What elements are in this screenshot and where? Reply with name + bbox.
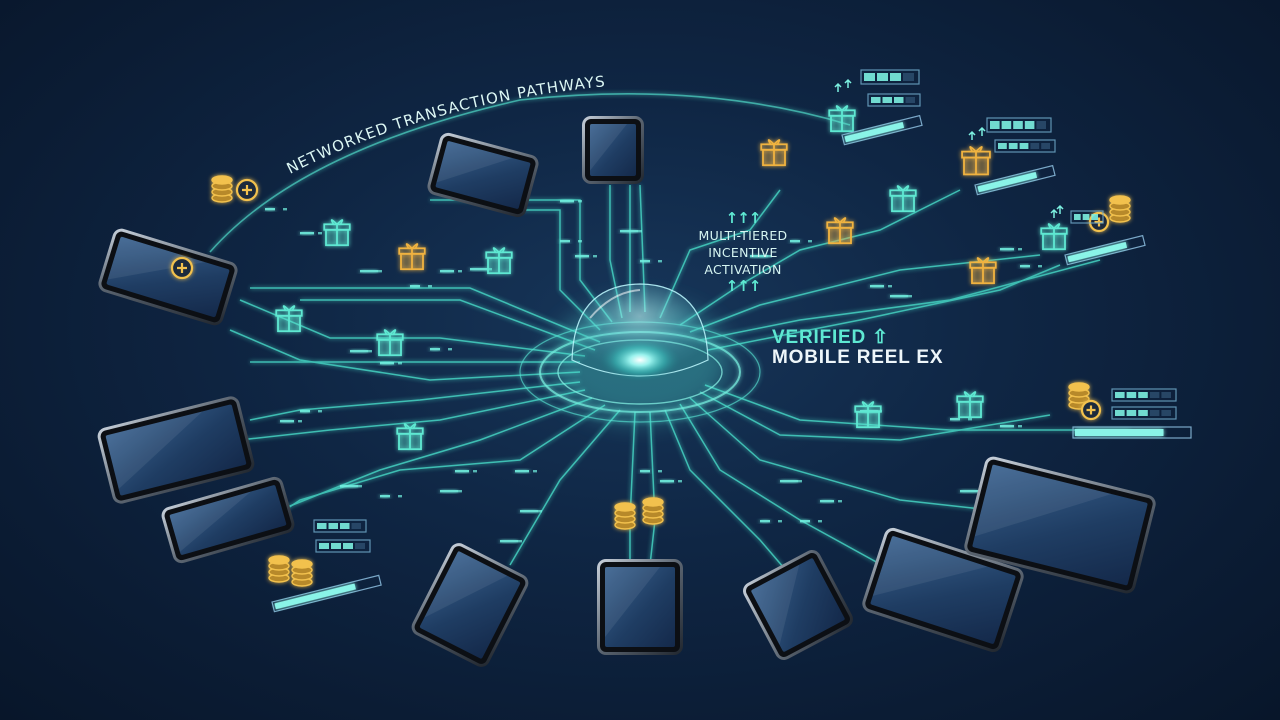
arrow-up-icon bbox=[844, 78, 852, 88]
phone-device bbox=[161, 476, 295, 564]
progress-bar-icon bbox=[1111, 406, 1177, 420]
phone-device bbox=[743, 550, 853, 660]
plus-circle-icon bbox=[1080, 399, 1102, 421]
phone-device bbox=[411, 543, 529, 667]
gift-icons bbox=[275, 78, 1068, 451]
coin-stack-icon bbox=[642, 497, 664, 525]
gift-icon bbox=[398, 243, 426, 271]
arrow-up-icon: ↑↑↑ bbox=[725, 209, 762, 227]
coin-stack-icon bbox=[291, 559, 313, 587]
arrow-up-icon bbox=[968, 130, 976, 140]
progress-bars bbox=[271, 69, 1192, 613]
hub-core-glow bbox=[598, 338, 682, 382]
arrow-up-icon: ↑↑↑ bbox=[725, 277, 762, 295]
arrow-up-icon bbox=[834, 82, 842, 92]
gift-icon bbox=[956, 391, 984, 419]
progress-bar-icon bbox=[841, 114, 923, 146]
gift-icon bbox=[323, 219, 351, 247]
incentive-label-line3: Activation bbox=[704, 262, 782, 277]
incentive-label: ↑↑↑ Multi-Tiered Incentive Activation ↑↑… bbox=[688, 210, 798, 295]
gift-icon bbox=[854, 401, 882, 429]
plus-circle-icon bbox=[1088, 211, 1110, 233]
progress-bar-icon bbox=[867, 93, 921, 107]
gift-icon bbox=[826, 217, 854, 245]
progress-bar-icon bbox=[974, 164, 1056, 196]
arrow-up-icon bbox=[1056, 204, 1064, 214]
tablet-device bbox=[964, 456, 1156, 594]
progress-bar-icon bbox=[986, 117, 1052, 133]
hub-label-product: Mobile Reel Ex bbox=[772, 347, 944, 368]
progress-bar-icon bbox=[313, 519, 367, 533]
gift-icon bbox=[275, 305, 303, 333]
circuit-dashes bbox=[265, 200, 1042, 543]
coin-stack-icon bbox=[614, 502, 636, 530]
progress-bar-icon bbox=[1072, 426, 1192, 439]
incentive-label-line2: Incentive bbox=[708, 245, 778, 260]
tablet-device bbox=[862, 527, 1024, 653]
progress-bar-icon bbox=[315, 539, 371, 553]
gift-icon bbox=[961, 145, 991, 176]
gift-icon bbox=[828, 105, 856, 133]
progress-bar-icon bbox=[1111, 388, 1177, 402]
gift-icon bbox=[1040, 223, 1068, 251]
title-arc-line bbox=[209, 93, 851, 253]
progress-bar-icon bbox=[271, 574, 382, 613]
devices bbox=[97, 116, 1156, 667]
incentive-label-line1: Multi-Tiered bbox=[698, 228, 788, 243]
gift-icon bbox=[760, 139, 788, 167]
phone-device bbox=[597, 559, 683, 655]
gift-icon bbox=[396, 423, 424, 451]
progress-bar-icon bbox=[1070, 210, 1104, 224]
phone-device bbox=[97, 396, 255, 504]
hub-label-verified: Verified ⇧ bbox=[772, 327, 889, 348]
arrow-up-icon: ⇧ bbox=[872, 327, 889, 348]
phone-device bbox=[98, 228, 238, 326]
phone-device bbox=[427, 132, 539, 218]
progress-bar-icon bbox=[994, 139, 1056, 153]
coin-stack-icon bbox=[268, 555, 290, 583]
progress-bar-icon bbox=[1064, 234, 1146, 266]
hub bbox=[519, 283, 761, 423]
plus-circle-icon bbox=[235, 178, 259, 202]
arrow-up-icon bbox=[978, 126, 986, 136]
gift-icon bbox=[889, 185, 917, 213]
progress-bar-icon bbox=[860, 69, 920, 85]
coin-stack-icon bbox=[1109, 195, 1131, 223]
coin-stack-icon bbox=[211, 175, 233, 203]
plus-circle-icon bbox=[170, 256, 194, 280]
gift-icon bbox=[376, 329, 404, 357]
phone-device bbox=[582, 116, 644, 184]
gift-icon bbox=[485, 247, 513, 275]
gift-icon bbox=[969, 257, 997, 285]
arrow-up-icon bbox=[1050, 208, 1058, 218]
coin-icons bbox=[211, 175, 1131, 587]
